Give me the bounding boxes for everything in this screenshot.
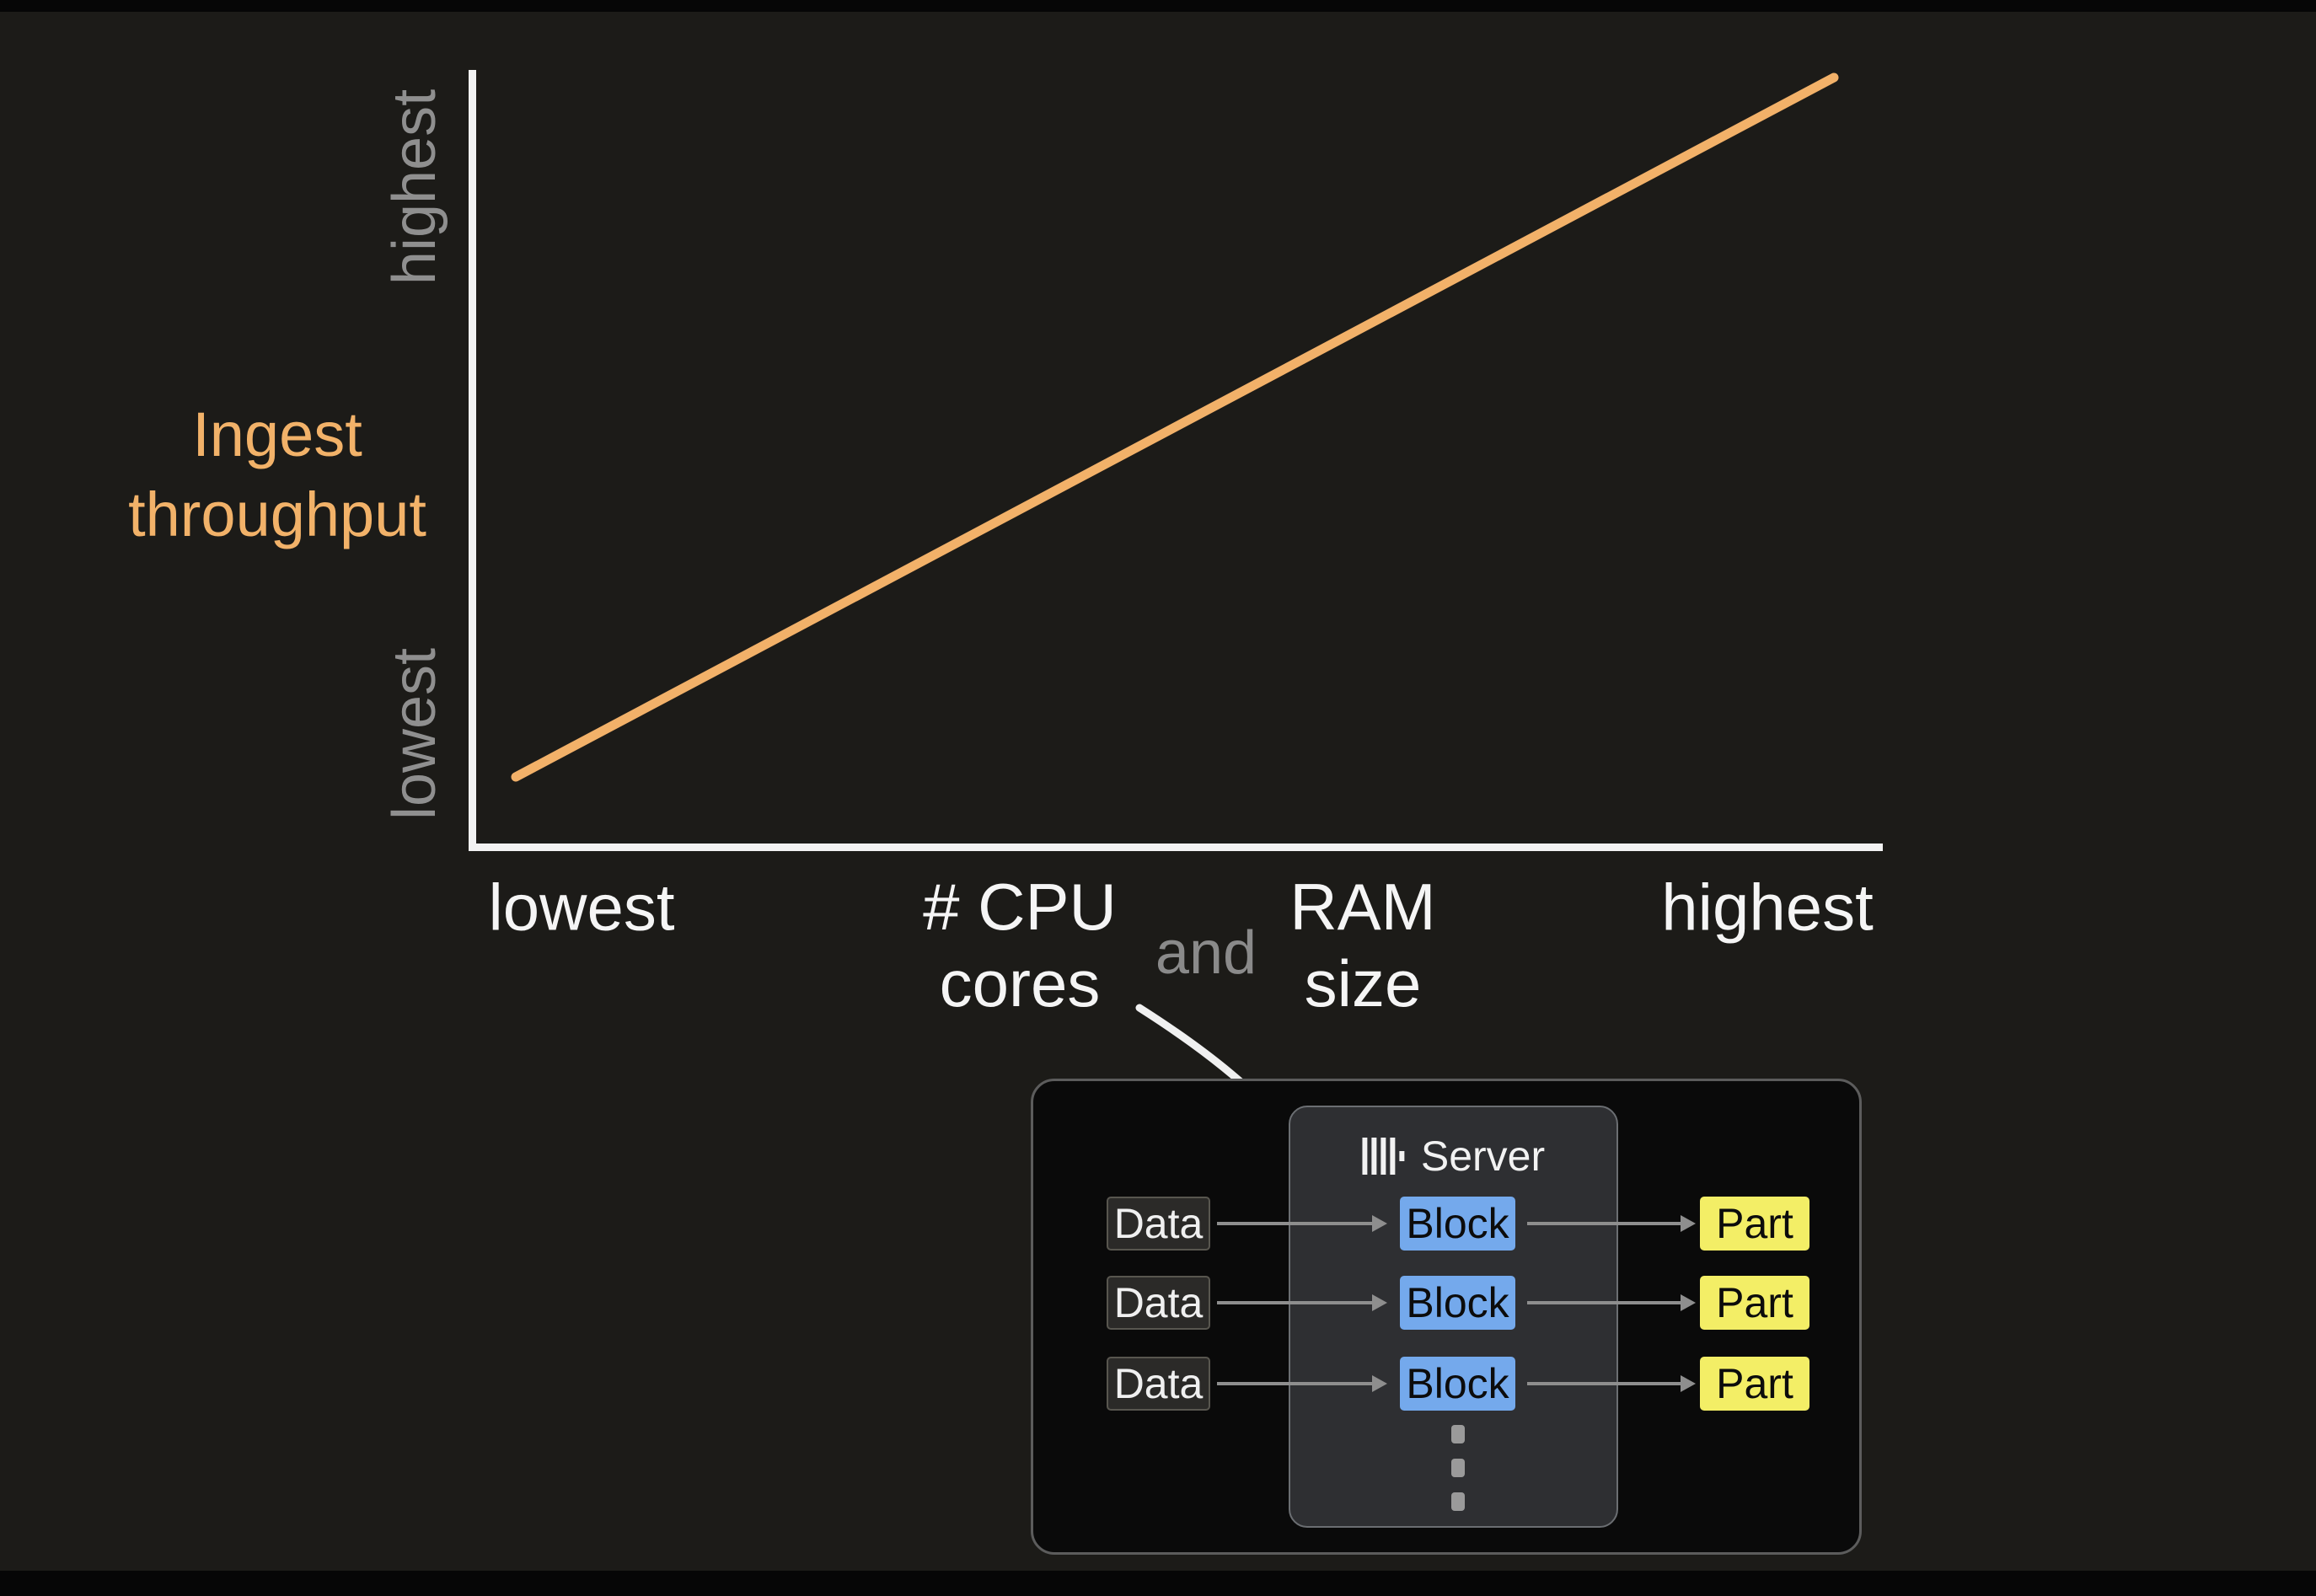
arrow-block-to-part-icon: [1527, 1294, 1696, 1311]
y-tick-lowest: lowest: [381, 647, 448, 821]
block-node: Block: [1400, 1197, 1515, 1251]
x-axis: [469, 844, 1883, 851]
x-axis-label-and: and: [1155, 919, 1257, 987]
x-axis-label-ram: RAM size: [1289, 869, 1435, 1022]
x-tick-lowest: lowest: [488, 870, 675, 945]
bottom-band: [0, 1571, 2316, 1596]
x-axis-label-cpu: # CPU cores: [923, 869, 1117, 1022]
x-axis-label-cpu-line1: # CPU: [923, 870, 1117, 944]
arrow-data-to-block-icon: [1217, 1375, 1387, 1392]
server-icon: [1361, 1138, 1404, 1175]
y-axis-title-line2: throughput: [128, 479, 426, 549]
data-node: Data: [1107, 1276, 1210, 1330]
y-axis-title: Ingest throughput: [128, 394, 426, 554]
block-node: Block: [1400, 1276, 1515, 1330]
part-node: Part: [1700, 1197, 1809, 1251]
ellipsis-dot-icon: [1451, 1459, 1465, 1477]
data-node: Data: [1107, 1357, 1210, 1411]
arrow-block-to-part-icon: [1527, 1215, 1696, 1232]
block-node: Block: [1400, 1357, 1515, 1411]
x-axis-label-cpu-line2: cores: [939, 946, 1101, 1020]
top-band: [0, 0, 2316, 12]
y-axis: [469, 70, 476, 851]
arrow-data-to-block-icon: [1217, 1294, 1387, 1311]
part-node: Part: [1700, 1276, 1809, 1330]
server-header: Server: [1361, 1132, 1546, 1181]
ellipsis-dot-icon: [1451, 1425, 1465, 1443]
throughput-line: [511, 72, 1839, 782]
server-label: Server: [1420, 1133, 1546, 1180]
arrow-data-to-block-icon: [1217, 1215, 1387, 1232]
x-axis-label-ram-line1: RAM: [1289, 870, 1436, 944]
inset-panel: Server Data Block Part Data Block Part D…: [1031, 1079, 1862, 1555]
x-axis-label-ram-line2: size: [1304, 946, 1422, 1020]
arrow-block-to-part-icon: [1527, 1375, 1696, 1392]
y-tick-highest: highest: [381, 88, 448, 286]
x-tick-highest: highest: [1661, 870, 1874, 945]
part-node: Part: [1700, 1357, 1809, 1411]
ellipsis-dot-icon: [1451, 1492, 1465, 1511]
data-node: Data: [1107, 1197, 1210, 1251]
y-axis-title-line1: Ingest: [192, 399, 362, 469]
